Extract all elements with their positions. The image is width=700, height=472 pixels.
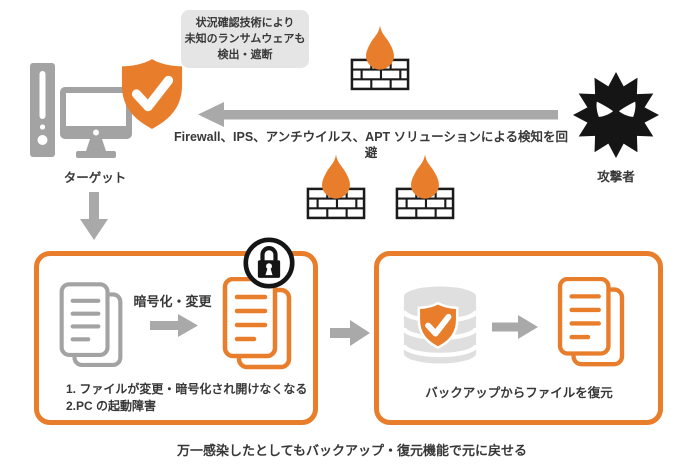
encryption-label: 暗号化・変更 xyxy=(133,294,212,309)
evasion-arrow-icon xyxy=(198,102,558,127)
box-transition-arrow-icon xyxy=(330,320,370,346)
spiked-ball xyxy=(573,72,659,158)
right-eye xyxy=(618,101,636,117)
flame xyxy=(322,154,350,199)
attacker-icon xyxy=(572,72,660,158)
evasion-caption: Firewall、IPS、アンチウイルス、APT ソリューションによる検知を回避 xyxy=(173,130,569,160)
issue-line-1: 1. ファイルが変更・暗号化され開けなくなる xyxy=(66,382,308,396)
left-eye xyxy=(596,101,614,117)
target-label: ターゲット xyxy=(63,171,127,185)
lock-icon xyxy=(243,237,295,289)
encrypted-document-stack-icon xyxy=(221,277,293,372)
info-line-3: 検出・遮断 xyxy=(217,49,273,61)
shield-check-icon xyxy=(417,302,459,349)
firewall-icon xyxy=(350,23,410,91)
down-arrow-icon xyxy=(80,192,108,240)
info-line-2: 未知のランサムウェアも xyxy=(184,33,306,45)
shield xyxy=(417,302,459,349)
info-line-1: 状況確認技術により xyxy=(195,17,295,29)
shield xyxy=(121,59,183,129)
shield-check-icon xyxy=(120,57,184,131)
attacker-label: 攻撃者 xyxy=(597,170,635,184)
restored-document-stack-icon xyxy=(555,277,627,369)
flame xyxy=(411,154,439,199)
checkmark xyxy=(425,313,452,337)
flame xyxy=(366,25,394,70)
detection-info-box: 状況確認技術により 未知のランサムウェアも 検出・遮断 xyxy=(181,10,309,68)
restore-arrow-icon xyxy=(492,315,538,339)
infection-issues: 1. ファイルが変更・暗号化され開けなくなる 2.PC の起動障害 xyxy=(66,381,316,415)
pc-tower-icon xyxy=(30,63,55,157)
issue-line-2: 2.PC の起動障害 xyxy=(66,399,157,413)
checkmark xyxy=(131,75,174,112)
right-arrow-icon xyxy=(150,314,198,337)
monitor-icon xyxy=(60,87,132,163)
footer-caption: 万一感染したとしてもバックアップ・復元機能で元に戻せる xyxy=(177,443,527,458)
document-stack-icon xyxy=(58,280,124,372)
firewall-icon xyxy=(306,152,366,220)
firewall-icon xyxy=(395,152,455,220)
recovery-caption: バックアップからファイルを復元 xyxy=(425,386,613,400)
